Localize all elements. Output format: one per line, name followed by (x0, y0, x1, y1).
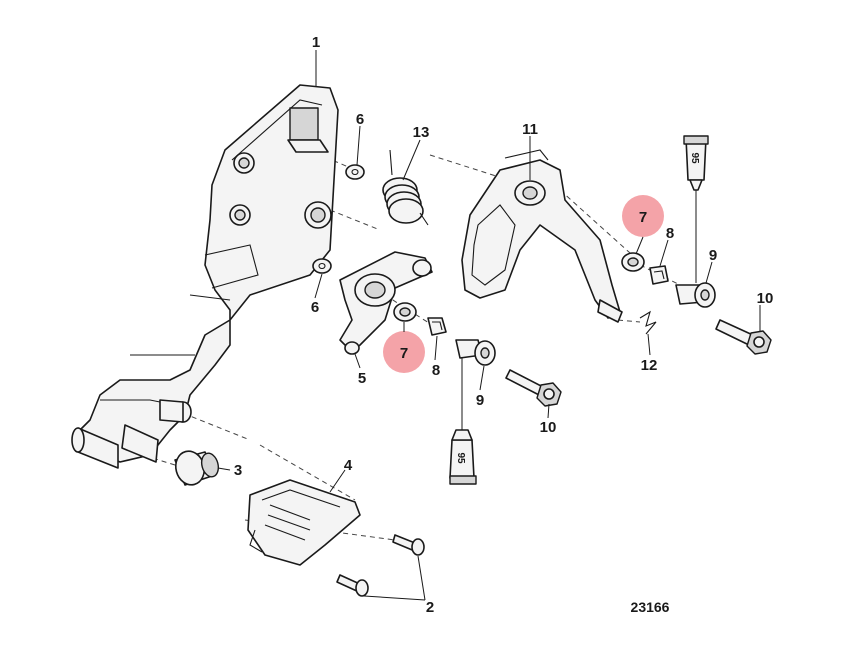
tube-label-upper: 95 (689, 152, 700, 164)
callout-8-right: 8 (666, 225, 674, 242)
callout-5: 5 (358, 370, 366, 387)
screw-part-2-lower (336, 574, 369, 597)
crank-part-5 (339, 251, 433, 355)
callout-10-left: 10 (540, 419, 557, 436)
bracket-part-1 (71, 84, 339, 469)
callout-7-left: 7 (400, 345, 408, 362)
highlight-circle-7-right (622, 195, 664, 237)
callout-labels: 1 6 13 6 5 7 8 9 10 11 7 8 9 10 12 3 4 2 (234, 34, 774, 616)
bushing-part-3 (174, 450, 220, 486)
highlight-circle-7-left (383, 331, 425, 373)
callout-13: 13 (413, 124, 430, 141)
callout-11: 11 (522, 121, 538, 138)
callout-6-upper: 6 (356, 111, 364, 128)
callout-3: 3 (234, 462, 242, 479)
callout-6-lower: 6 (311, 299, 319, 316)
callout-12: 12 (641, 357, 658, 374)
clip-part-8-right (649, 265, 669, 285)
callout-10-right: 10 (757, 290, 774, 307)
bolt-part-10-right (715, 319, 772, 355)
callout-7-right: 7 (639, 209, 647, 226)
washer-part-7-left (393, 302, 417, 322)
leader-lines (217, 50, 761, 601)
spring-part-13 (382, 149, 429, 226)
pin-part-12 (639, 310, 657, 335)
bolt-part-10-left (505, 369, 562, 407)
clip-part-8-left (427, 317, 447, 336)
plate-part-4 (247, 479, 361, 566)
callout-9-right: 9 (709, 247, 717, 264)
figure-number: 23166 (631, 599, 670, 615)
callout-2: 2 (426, 599, 434, 616)
callout-9-left: 9 (476, 392, 484, 409)
washer-part-6-lower (312, 258, 332, 274)
bushing-part-9-right (675, 282, 716, 308)
screw-part-2-upper (392, 534, 425, 556)
callout-1: 1 (312, 34, 320, 51)
lubricant-tube-lower: 95 (449, 429, 477, 485)
callout-4: 4 (344, 457, 353, 474)
tube-label-lower: 95 (455, 452, 466, 464)
callout-8-left: 8 (432, 362, 440, 379)
washer-part-6-upper (345, 164, 365, 180)
washer-part-7-right (621, 252, 645, 272)
bushing-part-9-left (455, 339, 496, 366)
lever-part-11 (461, 149, 623, 323)
lubricant-tube-upper: 95 (683, 135, 709, 191)
highlight-markers (383, 195, 664, 373)
